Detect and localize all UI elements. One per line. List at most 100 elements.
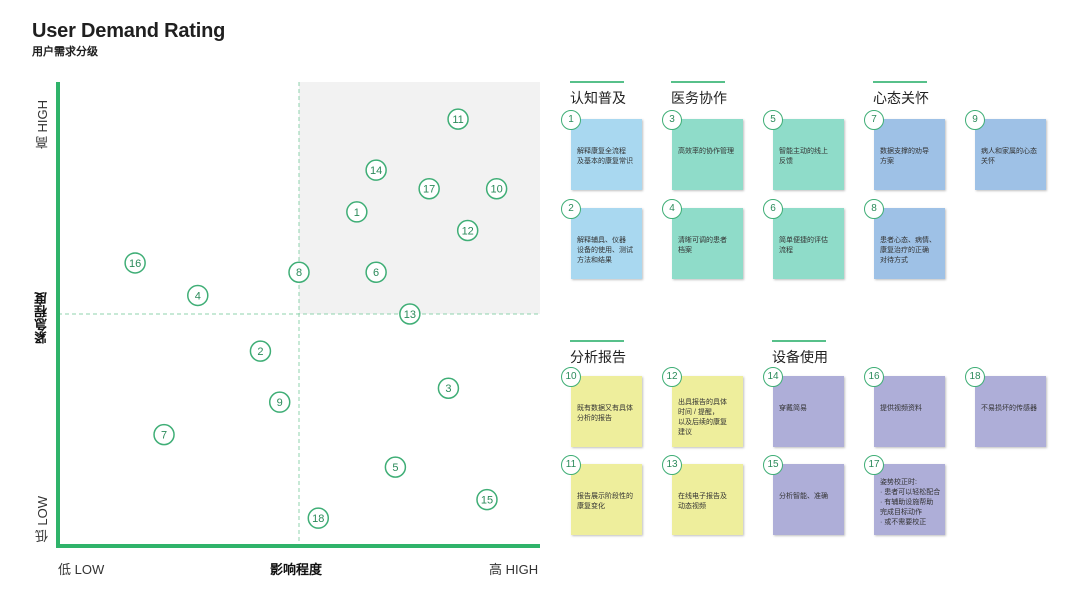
point-10: 10 [485, 177, 508, 200]
note-number: 8 [864, 199, 884, 219]
highlight-quadrant [299, 82, 540, 314]
note-text: 分析智能、准确 [779, 493, 828, 500]
point-1: 1 [346, 201, 368, 223]
y-low-label: 低 LOW [35, 496, 50, 543]
category-device: 设备使用 [772, 340, 828, 367]
point-marker [365, 261, 387, 283]
note-2: 2 解释辅具、仪器 设备的使用、测试 方法和结果 [561, 199, 642, 279]
note-number: 15 [763, 455, 783, 475]
point-label: 9 [277, 397, 283, 409]
note-number: 3 [662, 110, 682, 130]
point-marker [485, 177, 508, 200]
point-label: 14 [370, 165, 382, 177]
category-bar [772, 340, 826, 342]
point-6: 6 [365, 261, 387, 283]
point-marker [249, 340, 272, 362]
point-5: 5 [384, 456, 407, 478]
x-high-label: 高 HIGH [489, 562, 539, 577]
note-text: 智能主动的线上 反馈 [779, 148, 828, 165]
point-16: 16 [124, 252, 146, 274]
note-number: 11 [561, 455, 581, 475]
point-12: 12 [456, 219, 479, 242]
category-care: 心态关怀 [873, 81, 929, 108]
point-label: 16 [129, 258, 141, 270]
note-text: 高效率的协作管理 [678, 148, 734, 155]
point-label: 2 [257, 346, 263, 358]
point-label: 12 [462, 225, 474, 237]
point-label: 6 [373, 267, 379, 279]
note-number: 12 [662, 367, 682, 387]
note-number: 5 [763, 110, 783, 130]
note-number: 2 [561, 199, 581, 219]
point-11: 11 [447, 108, 469, 130]
point-14: 14 [365, 159, 387, 181]
point-label: 7 [161, 430, 167, 442]
note-number: 4 [662, 199, 682, 219]
note-number: 1 [561, 110, 581, 130]
note-5: 5 智能主动的线上 反馈 [763, 110, 844, 190]
note-text: 数据支撑的劝导 方案 [880, 148, 929, 165]
point-marker [153, 423, 175, 446]
point-label: 1 [354, 207, 360, 219]
note-number: 14 [763, 367, 783, 387]
point-marker [187, 284, 209, 307]
point-marker [447, 108, 469, 130]
category-bar [671, 81, 725, 83]
point-marker [399, 303, 421, 325]
point-2: 2 [249, 340, 272, 362]
note-12: 12 出具报告的具体 时间 / 提醒， 以及后续的康复 建议 [662, 367, 743, 447]
page-subtitle: 用户需求分级 [32, 46, 98, 58]
point-marker [365, 159, 387, 181]
point-marker [268, 391, 291, 413]
point-3: 3 [437, 377, 460, 399]
point-marker [288, 261, 310, 283]
note-number: 17 [864, 455, 884, 475]
note-number: 6 [763, 199, 783, 219]
point-label: 3 [445, 383, 451, 395]
note-number: 13 [662, 455, 682, 475]
note-text: 出具报告的具体 时间 / 提醒， 以及后续的康复 建议 [678, 399, 727, 436]
point-label: 18 [312, 513, 324, 525]
category-label: 心态关怀 [873, 90, 929, 106]
note-4: 4 清晰可调的患者 档案 [662, 199, 743, 279]
note-text: 解释康复全流程 及基本的康复常识 [577, 148, 633, 165]
point-8: 8 [288, 261, 310, 283]
note-text: 不易损坏的传感器 [981, 405, 1037, 412]
point-18: 18 [307, 507, 330, 529]
note-text: 解释辅具、仪器 设备的使用、测试 方法和结果 [577, 237, 633, 264]
note-18: 18 不易损坏的传感器 [965, 367, 1046, 447]
note-text: 既有数据又有具体 分析的报告 [577, 405, 633, 422]
category-label: 设备使用 [772, 349, 828, 365]
point-label: 5 [392, 462, 398, 474]
category-report: 分析报告 [570, 340, 626, 367]
note-text: 穿戴简易 [779, 405, 807, 412]
note-number: 10 [561, 367, 581, 387]
point-label: 8 [296, 267, 302, 279]
category-label: 分析报告 [570, 349, 626, 365]
point-13: 13 [399, 303, 421, 325]
point-label: 15 [481, 495, 493, 507]
point-7: 7 [153, 423, 175, 446]
point-4: 4 [187, 284, 209, 307]
y-high-label: 高 HIGH [35, 100, 50, 150]
point-marker [346, 201, 368, 223]
note-number: 9 [965, 110, 985, 130]
note-15: 15 分析智能、准确 [763, 455, 844, 535]
note-number: 16 [864, 367, 884, 387]
note-text: 提供视频资料 [880, 405, 922, 412]
note-14: 14 穿戴简易 [763, 367, 844, 447]
note-number: 18 [965, 367, 985, 387]
point-marker [384, 456, 407, 478]
x-axis-title: 影响程度 [270, 562, 323, 577]
category-bar [570, 340, 624, 342]
note-text: 清晰可调的患者 档案 [678, 237, 727, 254]
point-9: 9 [268, 391, 291, 413]
y-axis-title: 紧急程度 [34, 292, 49, 344]
